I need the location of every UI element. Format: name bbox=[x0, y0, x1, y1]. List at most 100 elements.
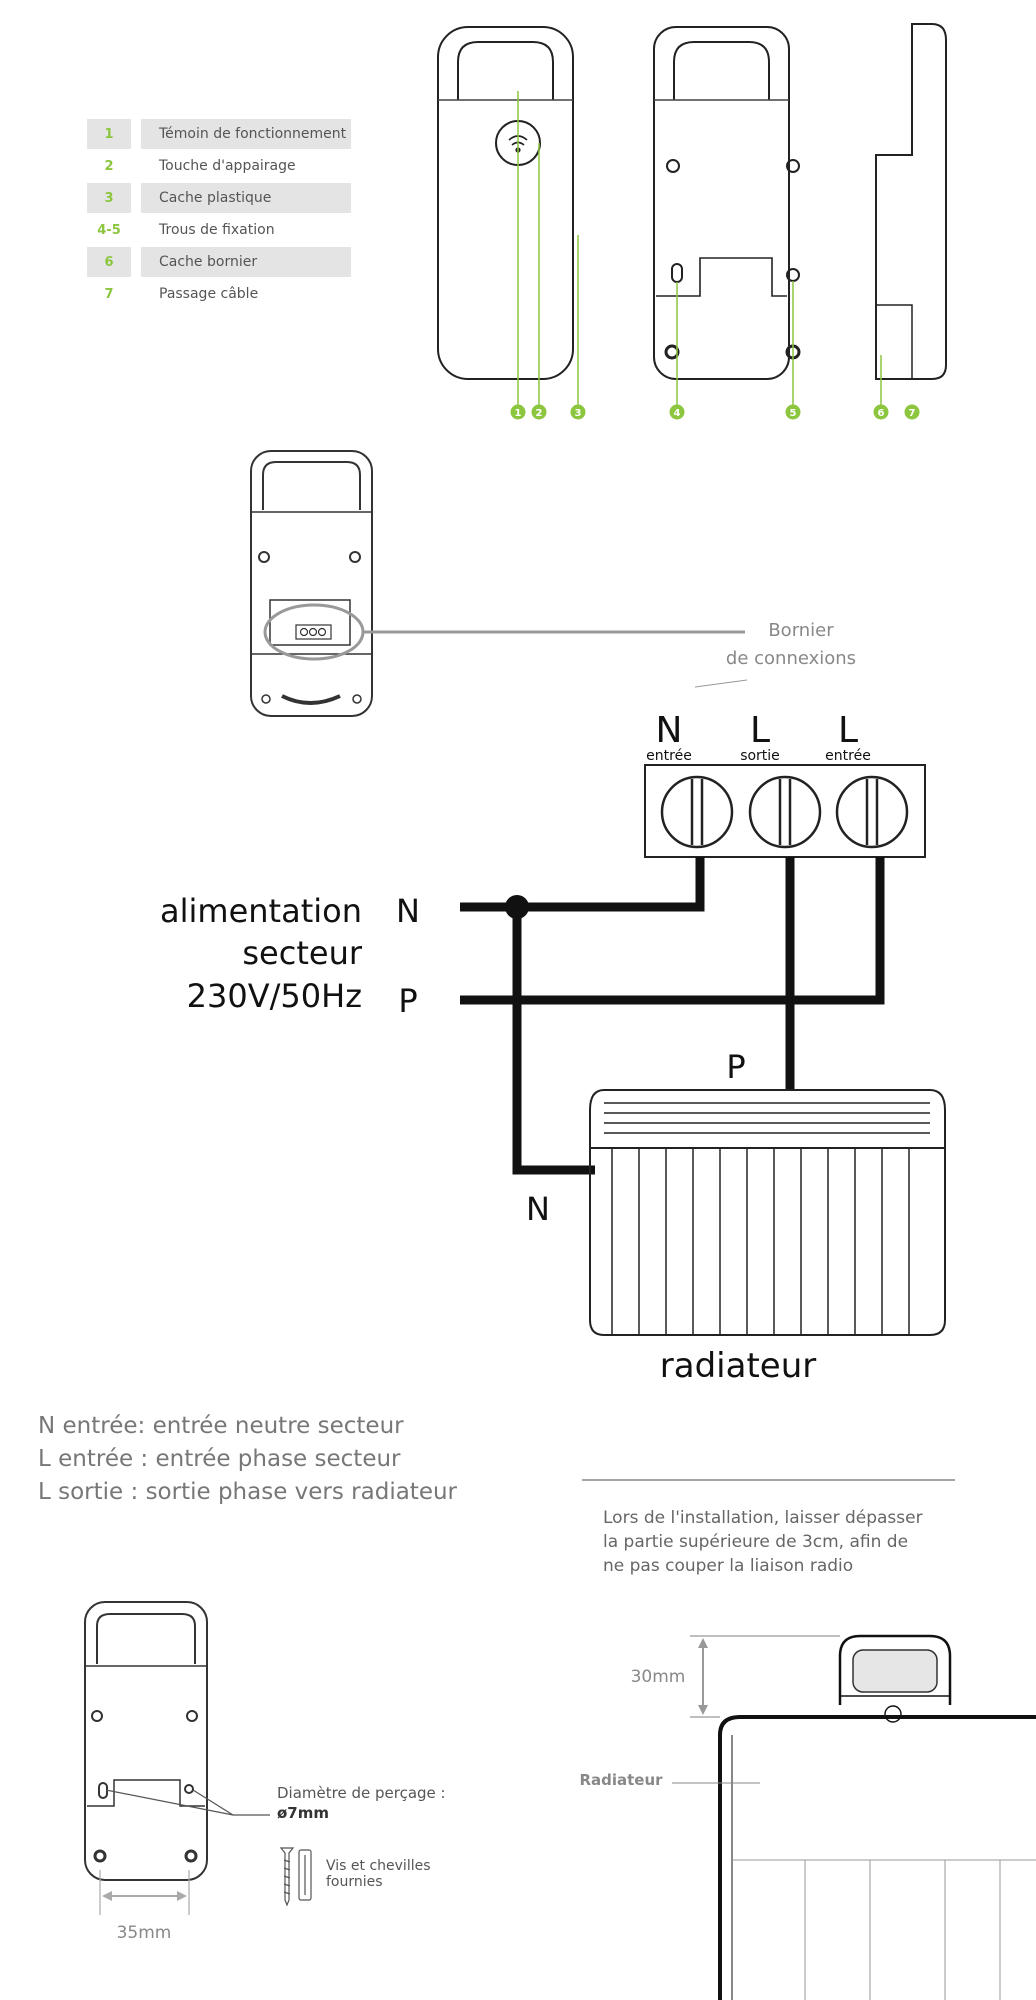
dowel-icon bbox=[298, 1849, 312, 1901]
legend-number: 3 bbox=[87, 183, 131, 213]
marker-dot bbox=[904, 404, 920, 420]
terminal-sub: sortie bbox=[740, 748, 780, 764]
marker-number: 1 bbox=[515, 408, 522, 419]
screw bbox=[664, 344, 680, 360]
dimension-30 bbox=[690, 1635, 840, 1718]
screw-icon bbox=[279, 1847, 295, 1907]
install-note: Lors de l'installation, laisser dépasser… bbox=[603, 1508, 923, 1576]
slot-hole bbox=[98, 1782, 108, 1799]
drill-label: Diamètre de perçage : bbox=[277, 1784, 446, 1802]
legend-label: Trous de fixation bbox=[159, 222, 275, 238]
drill-size: ø7mm bbox=[277, 1804, 329, 1822]
marker-number: 6 bbox=[878, 408, 885, 419]
marker-dot bbox=[669, 404, 685, 420]
legend-label: Passage câble bbox=[159, 286, 259, 302]
supply-label: secteur bbox=[242, 934, 362, 972]
fixing-hole bbox=[186, 1710, 198, 1722]
marker-6: 6 bbox=[873, 404, 889, 420]
device-back-view bbox=[653, 26, 801, 380]
radiator-side bbox=[718, 1715, 1036, 2000]
screw bbox=[184, 1849, 198, 1863]
marker-number: 4 bbox=[674, 408, 681, 419]
radiator-p-label: P bbox=[726, 1048, 745, 1086]
definition-line: L sortie : sortie phase vers radiateur bbox=[38, 1479, 458, 1505]
legend-label: Cache plastique bbox=[141, 183, 351, 213]
marker-5: 5 bbox=[785, 404, 801, 420]
legend-label: Touche d'appairage bbox=[159, 158, 296, 174]
wifi-icon bbox=[884, 1705, 902, 1723]
screws-label: Vis et chevilles bbox=[326, 1858, 431, 1874]
legend-number: 6 bbox=[87, 247, 131, 277]
terminal-labels: N entrée L sortie L entrée bbox=[646, 710, 871, 764]
supply-label: 230V/50Hz bbox=[187, 977, 362, 1015]
install-note-line: Lors de l'installation, laisser dépasser bbox=[603, 1508, 923, 1528]
marker-number: 2 bbox=[536, 408, 543, 419]
terminal-screw bbox=[748, 775, 822, 849]
legend-label: Cache bornier bbox=[141, 247, 351, 277]
marker-2: 2 bbox=[531, 404, 547, 420]
supply-labels: alimentation secteur 230V/50Hz bbox=[160, 892, 363, 1015]
wire-neutral-radiator bbox=[512, 907, 595, 1175]
dimension-35-label: 35mm bbox=[117, 1923, 172, 1943]
bornier-label: de connexions bbox=[726, 648, 856, 669]
terminal-screw bbox=[835, 775, 909, 849]
drill-callout bbox=[105, 1789, 270, 1816]
marker-number: 5 bbox=[790, 408, 797, 419]
terminal-screw bbox=[660, 775, 734, 849]
callout-lines-back bbox=[676, 281, 794, 407]
legend-number: 2 bbox=[104, 158, 114, 174]
terminal-letter: L bbox=[838, 710, 858, 751]
terminal-highlight bbox=[263, 603, 365, 661]
terminal-sub: entrée bbox=[825, 748, 871, 764]
bornier-underline bbox=[694, 679, 748, 688]
legend-row: 6 Cache bornier bbox=[87, 247, 351, 277]
legend-row: 4-5 Trous de fixation bbox=[87, 215, 351, 245]
supply-n-label: N bbox=[396, 892, 420, 930]
terminal-letter: L bbox=[750, 710, 770, 751]
device-terminal-view bbox=[250, 450, 373, 717]
definitions: N entrée: entrée neutre secteur L entrée… bbox=[38, 1413, 458, 1505]
definition-line: L entrée : entrée phase secteur bbox=[38, 1446, 401, 1472]
screws-label: fournies bbox=[326, 1874, 383, 1890]
install-note-line: la partie supérieure de 3cm, afin de bbox=[603, 1532, 908, 1552]
definition-line: N entrée: entrée neutre secteur bbox=[38, 1413, 404, 1439]
radiator-n-label: N bbox=[526, 1190, 550, 1228]
wire-neutral-in bbox=[460, 857, 705, 912]
marker-3: 3 bbox=[570, 404, 586, 420]
bornier-label: Bornier bbox=[768, 620, 834, 641]
fixing-hole bbox=[786, 159, 800, 173]
fixing-hole bbox=[666, 159, 680, 173]
marker-dot bbox=[785, 404, 801, 420]
marker-dot bbox=[570, 404, 586, 420]
radiateur-side-label: Radiateur bbox=[579, 1771, 663, 1789]
radiator-drawing bbox=[589, 1089, 946, 1336]
wire-junction bbox=[505, 895, 529, 919]
marker-dot bbox=[873, 404, 889, 420]
dimension-35 bbox=[99, 1870, 190, 1915]
terminal-letter: N bbox=[656, 710, 683, 751]
radiator-label: radiateur bbox=[660, 1346, 816, 1386]
supply-label: alimentation bbox=[160, 892, 362, 930]
dimension-30-label: 30mm bbox=[631, 1667, 686, 1687]
fixing-hole bbox=[184, 1784, 194, 1794]
radiator-fins bbox=[611, 1148, 910, 1335]
legend-row: 7 Passage câble bbox=[87, 279, 351, 309]
device-drill-view bbox=[84, 1601, 208, 1881]
legend-row: 1 Témoin de fonctionnement bbox=[87, 119, 351, 149]
device-on-radiator bbox=[838, 1634, 952, 1723]
install-note-line: ne pas couper la liaison radio bbox=[603, 1556, 853, 1576]
fixing-hole bbox=[349, 551, 361, 563]
fixing-hole bbox=[91, 1710, 103, 1722]
callout-lines-front bbox=[517, 91, 579, 407]
legend-number: 4-5 bbox=[97, 222, 121, 238]
slot-hole bbox=[671, 263, 683, 283]
wire-phase-in bbox=[460, 857, 885, 1005]
legend-number: 1 bbox=[87, 119, 131, 149]
marker-number: 7 bbox=[909, 408, 916, 419]
device-front-view bbox=[437, 26, 574, 380]
legend-label: Témoin de fonctionnement bbox=[141, 119, 351, 149]
legend-row: 2 Touche d'appairage bbox=[87, 151, 351, 181]
marker-4: 4 bbox=[669, 404, 685, 420]
terminal-block bbox=[644, 764, 926, 858]
